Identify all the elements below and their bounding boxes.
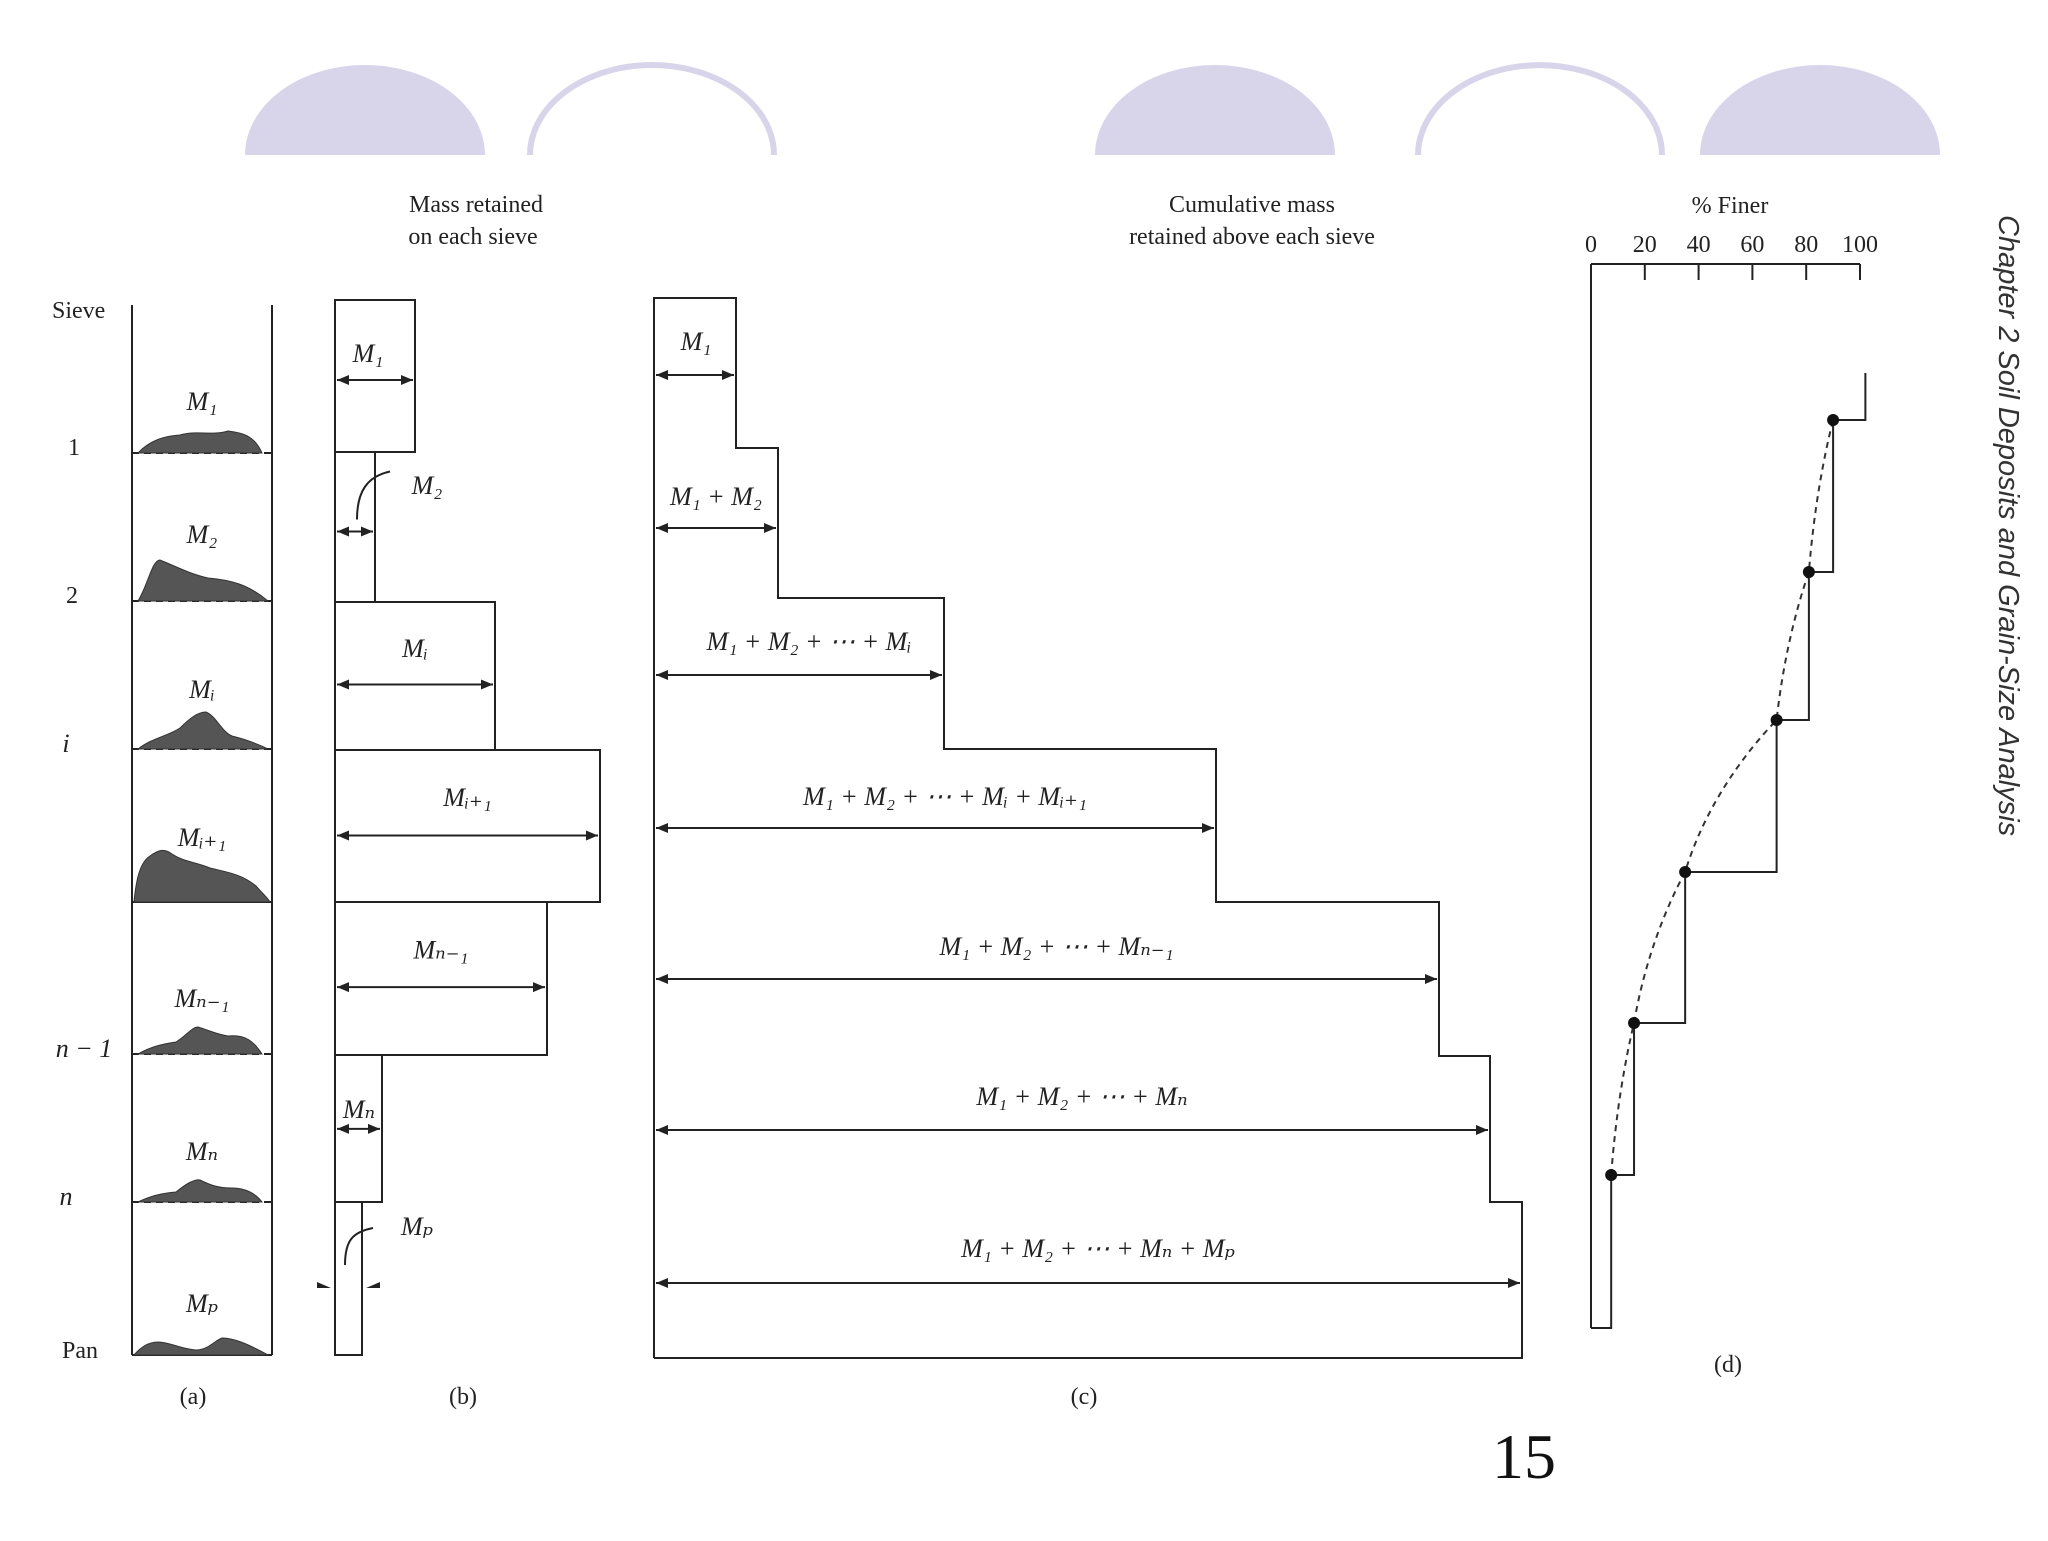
mass-bar bbox=[334, 601, 496, 751]
sieve-samples bbox=[132, 430, 271, 1356]
pan-arrow-right bbox=[366, 1282, 380, 1294]
axis-tick-label: 60 bbox=[1740, 232, 1764, 258]
finer-point bbox=[1679, 866, 1692, 878]
sample-label: Mᵢ bbox=[188, 675, 215, 704]
panel-d-percent-finer: 0 20 40 60 80 100 bbox=[1585, 232, 1878, 1329]
mass-label: Mₙ bbox=[342, 1095, 375, 1124]
sieve-label: 1 bbox=[68, 435, 80, 461]
hollow-arc-1 bbox=[527, 62, 777, 156]
mass-bar bbox=[334, 1201, 363, 1356]
cumulative-arrow bbox=[656, 974, 1437, 984]
mass-label: Mₙ₋₁ bbox=[413, 936, 469, 965]
axis-tick-label: 0 bbox=[1585, 232, 1597, 258]
leader-line bbox=[344, 1227, 374, 1266]
sieve-label: n − 1 bbox=[56, 1034, 113, 1063]
panel-caption: (d) bbox=[1714, 1352, 1742, 1378]
title-b-line1: Mass retained bbox=[409, 192, 543, 218]
panel-captions: (a) (b) (c) (d) bbox=[180, 1352, 1742, 1410]
page-number: 15 bbox=[1492, 1421, 1556, 1492]
hollow-arc-2 bbox=[1415, 62, 1665, 156]
axis-tick-label: 100 bbox=[1842, 232, 1878, 258]
mass-bar bbox=[334, 749, 601, 903]
sample-label: Mᵢ₊₁ bbox=[177, 823, 227, 852]
chapter-side-title: Chapter 2 Soil Deposits and Grain-Size A… bbox=[1992, 215, 2024, 836]
finer-dashed-curve bbox=[1610, 419, 1835, 1176]
sample-n bbox=[137, 1179, 264, 1203]
header-decoration bbox=[245, 62, 1940, 156]
mass-label: Mₚ bbox=[400, 1212, 433, 1241]
mass-arrow bbox=[337, 375, 413, 385]
finer-point bbox=[1770, 714, 1783, 726]
sample-pan bbox=[132, 1337, 269, 1356]
mass-arrow bbox=[337, 830, 598, 841]
mass-arrow bbox=[337, 1123, 380, 1134]
sieve-label: 2 bbox=[66, 583, 78, 609]
sample-label: M₁ bbox=[186, 387, 218, 416]
filled-arc-3 bbox=[1700, 65, 1940, 155]
panel-c-cumulative-mass: M₁ M₁ + M₂ M₁ + M₂ + ⋯ + Mᵢ M₁ + M₂ + ⋯ + M… bbox=[653, 297, 1523, 1359]
sample-label: Mₚ bbox=[185, 1289, 218, 1318]
sample-label: M₂ bbox=[186, 520, 218, 549]
mass-label: M₂ bbox=[411, 471, 443, 500]
panel-caption: (a) bbox=[180, 1384, 207, 1410]
finer-staircase bbox=[1591, 373, 1867, 1329]
cumulative-label: M₁ bbox=[680, 327, 712, 356]
sample-1 bbox=[136, 430, 263, 454]
finer-point bbox=[1628, 1017, 1641, 1029]
cumulative-label: M₁ + M₂ + ⋯ + Mᵢ + Mᵢ₊₁ bbox=[802, 782, 1087, 811]
cumulative-arrow bbox=[656, 523, 776, 533]
cumulative-staircase bbox=[653, 297, 1523, 1359]
cumulative-arrow bbox=[656, 670, 942, 680]
title-c-line1: Cumulative mass bbox=[1169, 192, 1335, 218]
sample-i1 bbox=[133, 849, 271, 903]
cumulative-arrow bbox=[656, 1278, 1520, 1288]
sample-2 bbox=[137, 559, 270, 602]
mass-bar bbox=[334, 451, 376, 603]
axis-tick-label: 20 bbox=[1633, 232, 1657, 258]
cumulative-arrow bbox=[656, 823, 1214, 833]
cumulative-label: M₁ + M₂ + ⋯ + Mₙ + Mₚ bbox=[960, 1234, 1235, 1263]
mass-label: Mᵢ bbox=[401, 634, 428, 663]
panel-caption: (b) bbox=[449, 1384, 477, 1410]
title-d: % Finer bbox=[1692, 193, 1769, 219]
sample-n1 bbox=[136, 1026, 263, 1055]
finer-point bbox=[1802, 566, 1815, 578]
finer-point bbox=[1605, 1169, 1618, 1181]
mass-bar bbox=[334, 901, 548, 1056]
sieve-label: Pan bbox=[62, 1338, 98, 1364]
axis-tick-label: 40 bbox=[1687, 232, 1711, 258]
filled-arc-1 bbox=[245, 65, 485, 155]
mass-arrow bbox=[337, 982, 545, 993]
sample-i bbox=[136, 711, 269, 750]
cumulative-arrow bbox=[656, 1125, 1488, 1135]
cumulative-label: M₁ + M₂ + ⋯ + Mₙ bbox=[975, 1082, 1187, 1111]
finer-point bbox=[1827, 414, 1840, 426]
pan-arrow-left bbox=[317, 1282, 331, 1294]
mass-arrow bbox=[337, 526, 373, 537]
sieve-label: n bbox=[60, 1182, 73, 1211]
leader-line bbox=[356, 470, 391, 520]
cumulative-label: M₁ + M₂ + ⋯ + Mᵢ bbox=[706, 627, 912, 656]
axis-tick-label: 80 bbox=[1794, 232, 1818, 258]
sample-label: Mₙ₋₁ bbox=[174, 984, 230, 1013]
title-c-line2: retained above each sieve bbox=[1129, 224, 1375, 250]
filled-arc-2 bbox=[1095, 65, 1335, 155]
sieve-label: i bbox=[62, 729, 69, 758]
panel-caption: (c) bbox=[1071, 1384, 1098, 1410]
cumulative-label: M₁ + M₂ + ⋯ + Mₙ₋₁ bbox=[939, 932, 1174, 961]
sample-label: Mₙ bbox=[185, 1137, 218, 1166]
mass-label: M₁ bbox=[352, 339, 384, 368]
cumulative-label: M₁ + M₂ bbox=[669, 482, 762, 511]
sieve-header: Sieve bbox=[52, 298, 105, 324]
cumulative-arrow bbox=[656, 370, 734, 380]
mass-arrow bbox=[337, 679, 493, 690]
mass-label: Mᵢ₊₁ bbox=[442, 783, 492, 812]
title-b-line2: on each sieve bbox=[408, 224, 537, 250]
